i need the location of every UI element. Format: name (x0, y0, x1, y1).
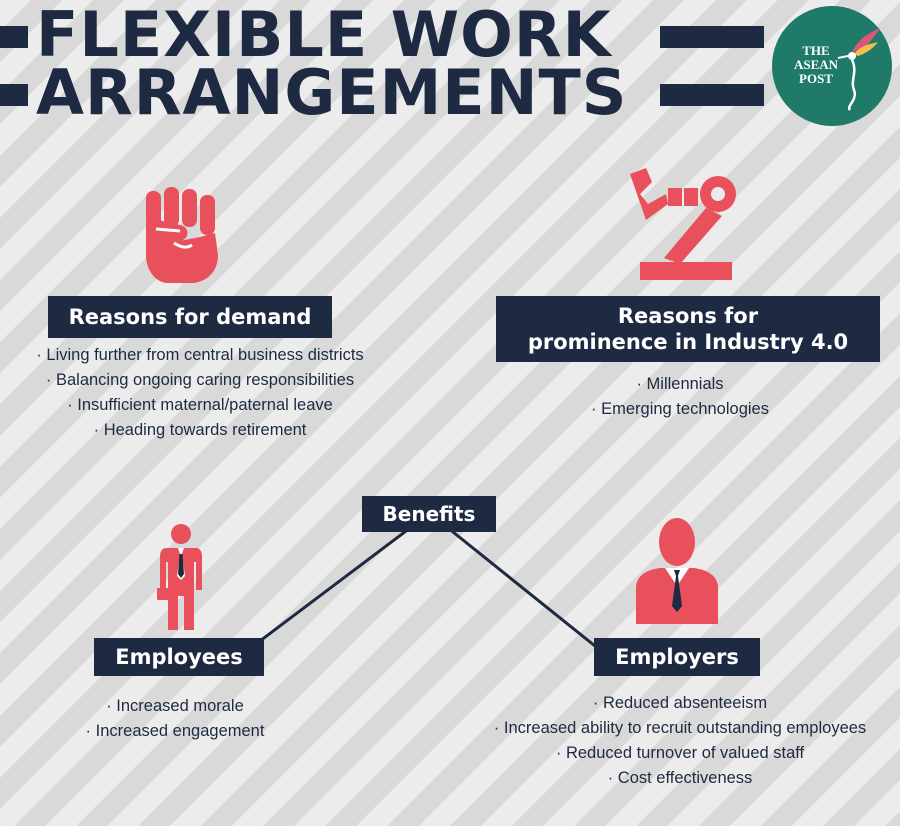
title-bar-left-bottom (0, 84, 28, 106)
list-item: Increased morale (60, 694, 290, 719)
page-title-line-2: ARRANGEMENTS (36, 56, 628, 129)
logo-text-line-1: THE (802, 43, 830, 58)
list-item: Reduced turnover of valued staff (460, 741, 900, 766)
demand-list: Living further from central business dis… (0, 343, 400, 443)
raised-fist-icon (146, 187, 218, 283)
list-item: Increased ability to recruit outstanding… (460, 716, 900, 741)
title-bar-right-bottom (660, 84, 764, 106)
logo-text-line-2: ASEAN (793, 57, 839, 72)
employer-bust-icon (636, 518, 718, 624)
title-bar-right-top (660, 26, 764, 48)
logo-text: THE ASEAN POST (782, 44, 850, 86)
prominence-label-line-1: Reasons for (617, 304, 759, 328)
list-item: Heading towards retirement (0, 418, 400, 443)
reasons-for-demand-label-text: Reasons for demand (68, 305, 312, 329)
employers-list: Reduced absenteeism Increased ability to… (460, 691, 900, 791)
employees-label: Employees (94, 638, 264, 676)
employee-figure-icon (157, 524, 202, 630)
list-item: Insufficient maternal/paternal leave (0, 393, 400, 418)
reasons-for-prominence-label: Reasons for prominence in Industry 4.0 (496, 296, 880, 362)
robot-arm-icon (630, 168, 736, 280)
prominence-label-line-2: prominence in Industry 4.0 (527, 330, 849, 354)
list-item: Reduced absenteeism (460, 691, 900, 716)
reasons-for-demand-label: Reasons for demand (48, 296, 332, 338)
list-item: Emerging technologies (500, 397, 860, 422)
list-item: Increased engagement (60, 719, 290, 744)
employers-label: Employers (594, 638, 760, 676)
page-title-line-1: FLEXIBLE WORK (36, 0, 612, 71)
title-bar-left-top (0, 26, 28, 48)
asean-post-logo: THE ASEAN POST (772, 6, 892, 126)
list-item: Millennials (500, 372, 860, 397)
employers-label-text: Employers (615, 645, 739, 669)
hummingbird-icon (837, 28, 880, 111)
list-item: Cost effectiveness (460, 766, 900, 791)
prominence-list: Millennials Emerging technologies (500, 372, 860, 422)
benefits-label: Benefits (362, 496, 496, 532)
list-item: Balancing ongoing caring responsibilitie… (0, 368, 400, 393)
employees-list: Increased morale Increased engagement (60, 694, 290, 744)
logo-text-line-3: POST (799, 71, 833, 86)
employees-label-text: Employees (115, 645, 243, 669)
list-item: Living further from central business dis… (0, 343, 400, 368)
benefits-label-text: Benefits (382, 502, 476, 526)
